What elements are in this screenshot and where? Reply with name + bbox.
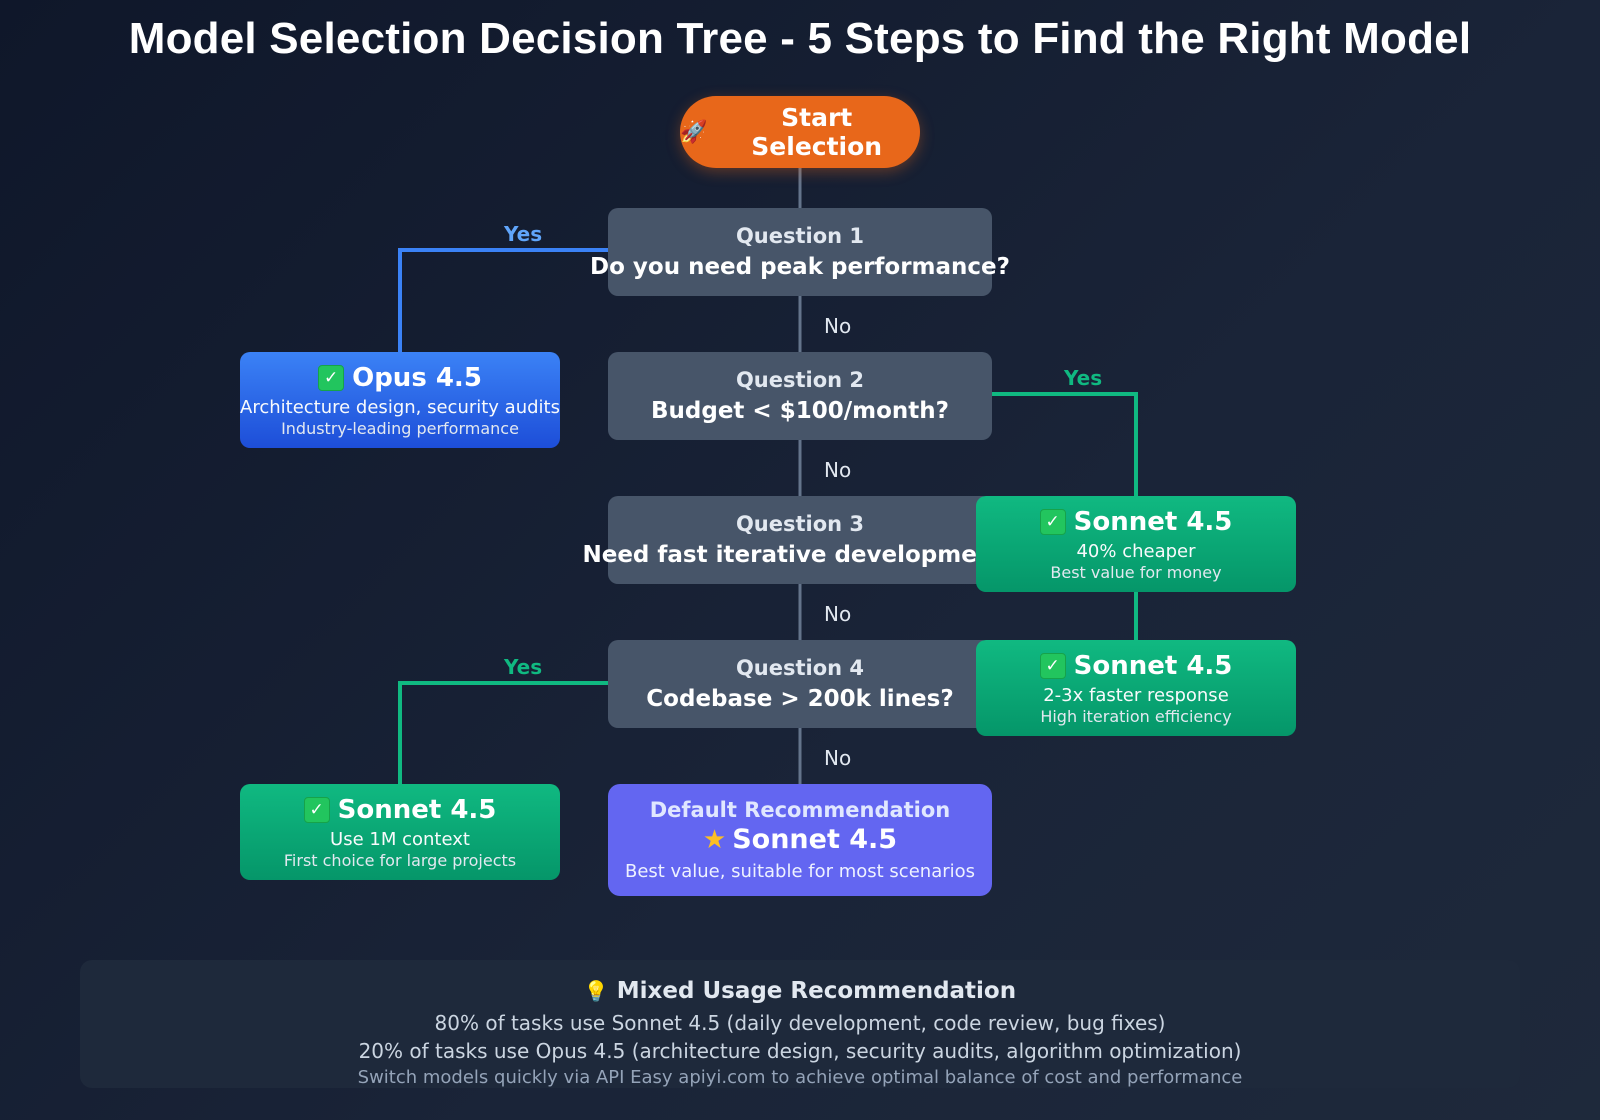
result-sonnet-speed-desc: 2-3x faster response xyxy=(1043,684,1229,706)
default-recommendation-label: Default Recommendation xyxy=(649,798,951,822)
question-2-node: Question 2 Budget < $100/month? xyxy=(608,352,992,440)
result-opus-desc: Architecture design, security audits xyxy=(240,396,560,418)
check-icon: ✓ xyxy=(1039,508,1066,535)
q3-no-label: No xyxy=(824,602,852,626)
result-sonnet-budget-note: Best value for money xyxy=(1050,562,1222,582)
question-4-text: Codebase > 200k lines? xyxy=(646,686,954,712)
mixed-usage-note: Switch models quickly via API Easy apiyi… xyxy=(357,1067,1243,1088)
result-sonnet-budget-title-row: ✓ Sonnet 4.5 xyxy=(1039,506,1233,537)
mixed-usage-title-row: 💡 Mixed Usage Recommendation xyxy=(80,978,1520,1004)
result-sonnet-budget-title: Sonnet 4.5 xyxy=(1073,506,1233,537)
question-3-text: Need fast iterative development? xyxy=(582,542,1018,568)
mixed-usage-panel: 💡 Mixed Usage Recommendation 80% of task… xyxy=(80,960,1520,1088)
rocket-icon: 🚀 xyxy=(680,119,708,145)
question-4-label: Question 4 xyxy=(735,656,865,680)
q4-yes-label: Yes xyxy=(504,655,543,679)
connector-q1-yes xyxy=(398,248,608,352)
result-opus-title-row: ✓ Opus 4.5 xyxy=(318,363,482,393)
question-1-text: Do you need peak performance? xyxy=(590,254,1010,280)
result-opus-note: Industry-leading performance xyxy=(281,418,519,438)
result-opus-node: ✓ Opus 4.5 Architecture design, security… xyxy=(240,352,560,448)
lightbulb-icon: 💡 xyxy=(583,979,609,1003)
result-sonnet-context-title-row: ✓ Sonnet 4.5 xyxy=(303,794,497,825)
question-2-text: Budget < $100/month? xyxy=(651,398,949,424)
result-opus-title: Opus 4.5 xyxy=(352,362,482,393)
start-label: Start Selection xyxy=(751,103,883,161)
question-4-node: Question 4 Codebase > 200k lines? xyxy=(608,640,992,728)
mixed-usage-line-2: 20% of tasks use Opus 4.5 (architecture … xyxy=(358,1039,1242,1063)
result-sonnet-context-desc: Use 1M context xyxy=(330,828,470,850)
q2-yes-label: Yes xyxy=(1064,366,1103,390)
result-sonnet-context-note: First choice for large projects xyxy=(283,850,517,870)
result-sonnet-context-node: ✓ Sonnet 4.5 Use 1M context First choice… xyxy=(240,784,560,880)
question-3-label: Question 3 xyxy=(735,512,865,536)
mixed-usage-title: Mixed Usage Recommendation xyxy=(616,978,1017,1004)
result-sonnet-speed-title: Sonnet 4.5 xyxy=(1073,650,1233,681)
result-sonnet-budget-desc: 40% cheaper xyxy=(1076,540,1196,562)
default-recommendation-desc: Best value, suitable for most scenarios xyxy=(624,861,976,882)
check-icon: ✓ xyxy=(303,796,330,823)
star-icon: ★ xyxy=(702,824,727,855)
result-sonnet-speed-title-row: ✓ Sonnet 4.5 xyxy=(1039,650,1233,681)
question-3-node: Question 3 Need fast iterative developme… xyxy=(582,496,1018,584)
question-1-node: Question 1 Do you need peak performance? xyxy=(590,208,1010,296)
mixed-usage-line-1: 80% of tasks use Sonnet 4.5 (daily devel… xyxy=(434,1011,1166,1035)
default-recommendation-title: Sonnet 4.5 xyxy=(732,824,898,855)
page-title: Model Selection Decision Tree - 5 Steps … xyxy=(128,14,1472,63)
default-recommendation-title-row: ★ Sonnet 4.5 xyxy=(703,824,897,855)
q4-no-label: No xyxy=(824,746,852,770)
q1-yes-label: Yes xyxy=(504,222,543,246)
check-icon: ✓ xyxy=(318,364,345,391)
result-sonnet-budget-node: ✓ Sonnet 4.5 40% cheaper Best value for … xyxy=(976,496,1296,592)
result-sonnet-speed-note: High iteration efficiency xyxy=(1040,706,1232,726)
connector-q4-yes xyxy=(398,681,608,784)
result-sonnet-speed-node: ✓ Sonnet 4.5 2-3x faster response High i… xyxy=(976,640,1296,736)
question-2-label: Question 2 xyxy=(735,368,865,392)
q1-no-label: No xyxy=(824,314,852,338)
start-node: 🚀 Start Selection xyxy=(680,96,920,168)
question-1-label: Question 1 xyxy=(735,224,865,248)
q2-no-label: No xyxy=(824,458,852,482)
default-recommendation-node: Default Recommendation ★ Sonnet 4.5 Best… xyxy=(608,784,992,896)
result-sonnet-context-title: Sonnet 4.5 xyxy=(337,794,497,825)
check-icon: ✓ xyxy=(1039,652,1066,679)
